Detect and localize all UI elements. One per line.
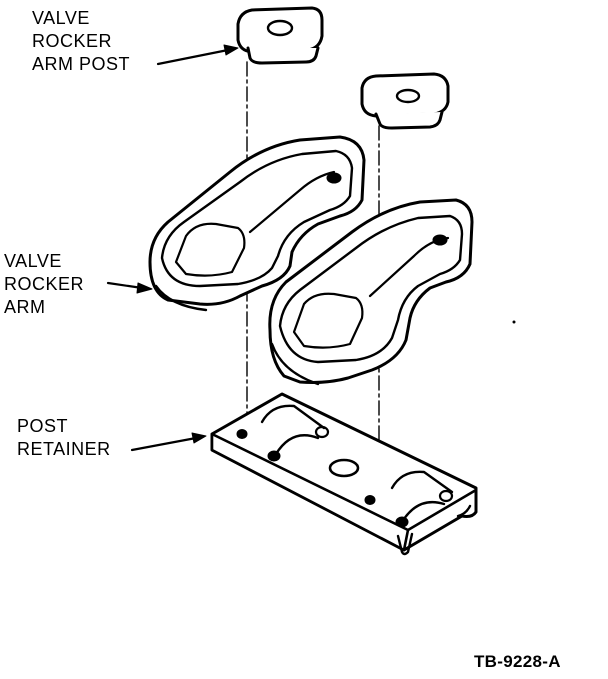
speck	[512, 320, 516, 324]
label-line: ROCKER	[4, 274, 85, 294]
rocker-arm-front	[268, 198, 474, 386]
label-line: ARM	[4, 297, 46, 317]
figure-code: TB-9228-A	[474, 652, 561, 671]
label-post-retainer: POST RETAINER	[17, 415, 111, 461]
label-line: RETAINER	[17, 439, 111, 459]
leader-arrows	[106, 44, 239, 452]
rocker-arm-rear	[148, 135, 366, 312]
label-valve-rocker-arm: VALVE ROCKER ARM	[4, 250, 84, 319]
label-line: POST	[17, 416, 69, 436]
label-valve-rocker-arm-post: VALVE ROCKER ARM POST	[32, 7, 130, 76]
label-line: ARM POST	[32, 54, 131, 74]
post-retainer	[210, 392, 478, 556]
rocker-arm-post-right	[360, 72, 450, 130]
label-line: VALVE	[32, 8, 90, 28]
label-line: ROCKER	[32, 31, 113, 51]
label-line: VALVE	[4, 251, 62, 271]
rocker-arm-post-left	[236, 6, 324, 65]
